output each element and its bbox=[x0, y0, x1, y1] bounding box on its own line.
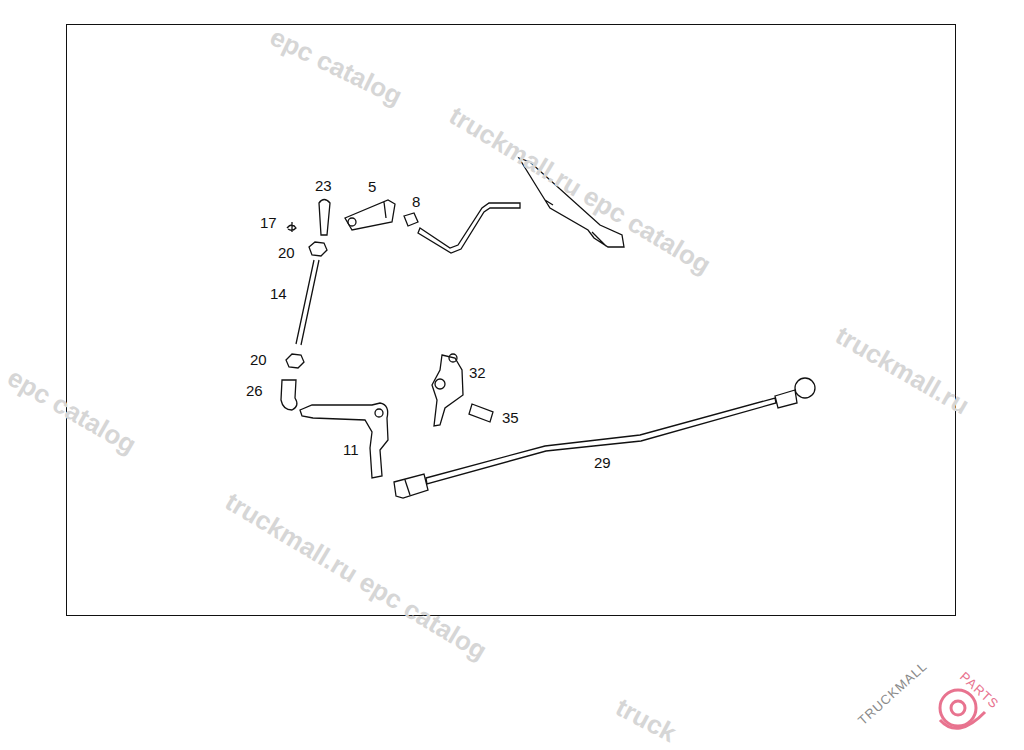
callout-number: 29 bbox=[593, 455, 612, 470]
callout-number: 11 bbox=[342, 442, 360, 457]
bushing bbox=[404, 213, 418, 226]
callout-number: 14 bbox=[269, 286, 288, 301]
callout-number: 17 bbox=[259, 215, 278, 230]
callout-number: 35 bbox=[501, 410, 520, 425]
bracket bbox=[345, 200, 395, 230]
pivot bbox=[435, 379, 445, 389]
callout-number: 32 bbox=[468, 365, 487, 380]
bolt bbox=[449, 354, 457, 362]
threaded-rod bbox=[296, 260, 319, 345]
lever bbox=[300, 403, 388, 478]
pivot bbox=[375, 409, 383, 417]
nut bbox=[309, 242, 327, 256]
watermark: truck bbox=[612, 693, 680, 746]
shift-rod bbox=[426, 398, 776, 484]
bracket bbox=[432, 355, 463, 426]
frame bbox=[67, 25, 956, 616]
callout-number: 20 bbox=[277, 245, 296, 260]
callout-number: 23 bbox=[314, 178, 333, 193]
pedal-rod bbox=[418, 203, 520, 253]
watermark: epc catalog bbox=[266, 23, 406, 109]
bolt bbox=[348, 218, 356, 226]
watermark: truckmall.ru epc catalog bbox=[221, 488, 491, 664]
watermark: truckmall.ru bbox=[832, 322, 974, 419]
watermark: epc catalog bbox=[3, 364, 140, 458]
clip bbox=[287, 222, 296, 232]
rod-nut bbox=[775, 390, 797, 408]
logo-text: TRUCKMALL bbox=[856, 659, 930, 727]
shift-ball bbox=[795, 378, 815, 398]
callout-number: 26 bbox=[245, 383, 264, 398]
callout-number: 8 bbox=[411, 194, 421, 209]
nut bbox=[286, 354, 304, 368]
rod-end bbox=[319, 200, 330, 236]
bushing bbox=[469, 404, 493, 422]
callout-number: 5 bbox=[367, 179, 377, 194]
clevis bbox=[394, 474, 428, 498]
ball-socket bbox=[281, 380, 297, 410]
callout-number: 20 bbox=[249, 352, 268, 367]
watermark: truckmall.ru epc catalog bbox=[445, 102, 715, 278]
